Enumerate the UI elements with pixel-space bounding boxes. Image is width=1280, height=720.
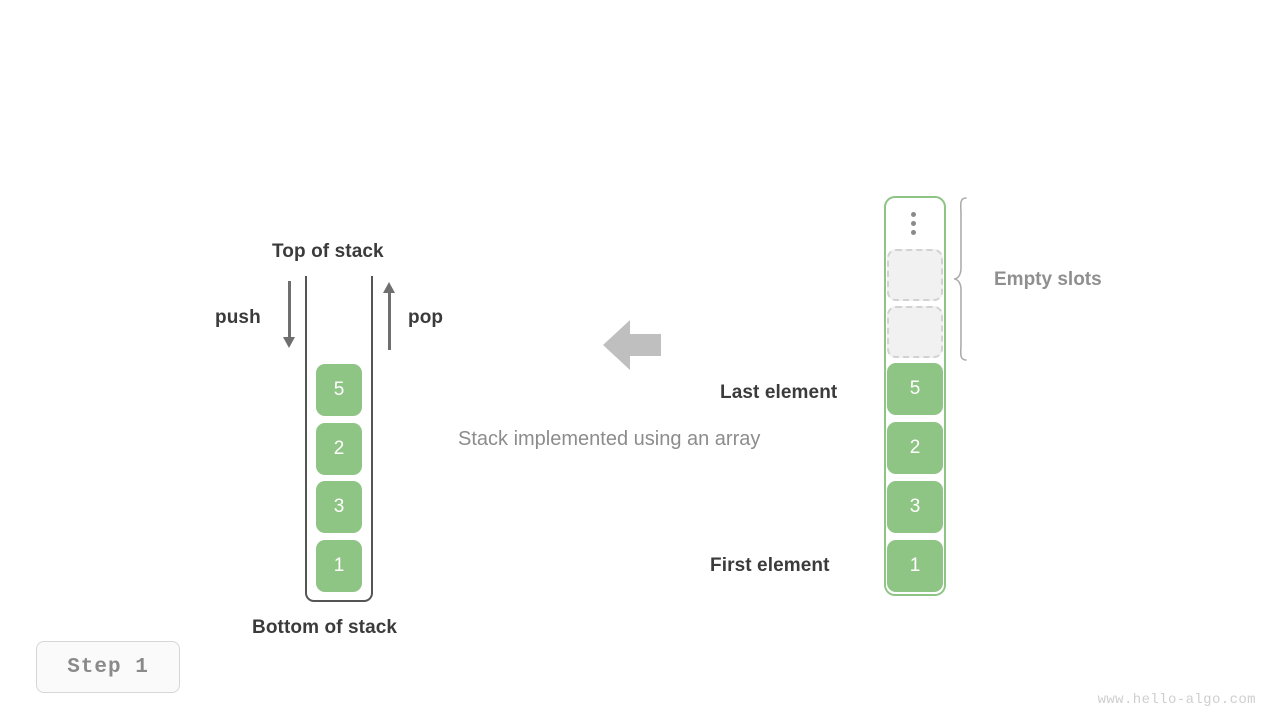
stack-cell: 3: [316, 481, 362, 533]
step-badge: Step 1: [36, 641, 180, 693]
watermark: www.hello-algo.com: [1097, 692, 1256, 708]
push-label: push: [215, 307, 261, 328]
arrow-up-icon: [383, 282, 395, 293]
push-arrow-shaft: [288, 281, 291, 339]
empty-slots-label: Empty slots: [994, 269, 1102, 290]
diagram-caption: Stack implemented using an array: [458, 428, 761, 450]
first-element-label: First element: [710, 555, 830, 576]
arrow-down-icon: [283, 337, 295, 348]
array-cell: 5: [887, 363, 943, 415]
vertical-ellipsis-icon: [911, 212, 918, 235]
array-cell: 1: [887, 540, 943, 592]
stack-container: [305, 276, 373, 602]
array-cell: 3: [887, 481, 943, 533]
top-of-stack-label: Top of stack: [272, 241, 384, 262]
empty-slot: [887, 306, 943, 358]
arrow-left-icon: [602, 318, 662, 377]
stack-cell: 1: [316, 540, 362, 592]
pop-label: pop: [408, 307, 444, 328]
stack-cell: 5: [316, 364, 362, 416]
bottom-of-stack-label: Bottom of stack: [252, 617, 398, 638]
empty-slot: [887, 249, 943, 301]
empty-slots-brace: [952, 196, 974, 367]
last-element-label: Last element: [720, 382, 838, 403]
array-cell: 2: [887, 422, 943, 474]
stack-cell: 2: [316, 423, 362, 475]
pop-arrow-shaft: [388, 292, 391, 350]
